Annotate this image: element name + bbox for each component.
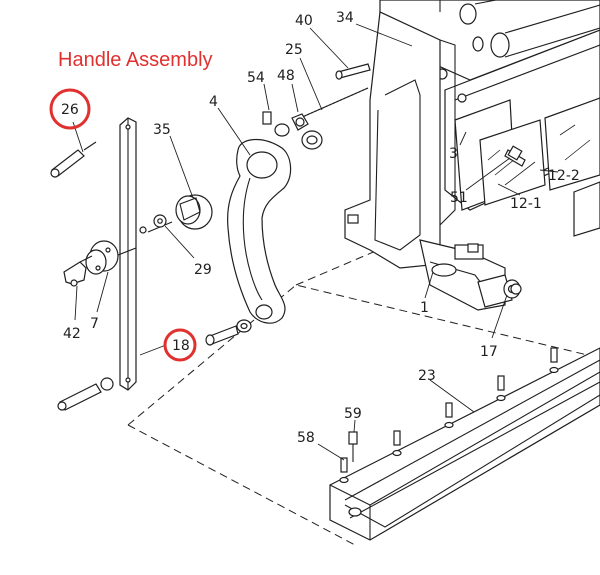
callout-3: 3 xyxy=(449,146,458,162)
callout-25: 25 xyxy=(285,42,303,58)
callout-54: 54 xyxy=(247,70,265,86)
pin-part-40 xyxy=(335,63,371,80)
callout-18: 18 xyxy=(172,338,190,354)
rail-bolt xyxy=(496,375,506,402)
rail-bolt xyxy=(339,457,349,484)
callout-40: 40 xyxy=(295,13,313,29)
leader-lines xyxy=(72,23,559,461)
callout-29: 29 xyxy=(194,262,212,278)
callout-59: 59 xyxy=(344,406,362,422)
callout-12-2: 12-2 xyxy=(548,168,580,184)
highlight-circle-26 xyxy=(49,88,91,130)
knob-part-26 xyxy=(50,141,97,178)
rail-bolt xyxy=(392,430,402,457)
screw-part-17 xyxy=(510,283,522,295)
callout-26: 26 xyxy=(61,102,79,118)
rail-bolt xyxy=(549,347,559,374)
callout-12-1: 12-1 xyxy=(510,196,542,212)
screw-part-54 xyxy=(262,111,290,137)
dashed-reference-lines xyxy=(127,229,600,546)
bolt-part-51 xyxy=(504,145,526,167)
callout-34: 34 xyxy=(336,10,354,26)
highlight-circle-18 xyxy=(163,328,197,362)
callout-51: 51 xyxy=(450,190,468,206)
nut-part-48 xyxy=(291,113,323,150)
callout-48: 48 xyxy=(277,68,295,84)
callout-35: 35 xyxy=(153,122,171,138)
knob-bottom xyxy=(57,377,114,411)
callout-7: 7 xyxy=(90,316,99,332)
callout-23: 23 xyxy=(418,368,436,384)
callout-17: 17 xyxy=(480,344,498,360)
washer-part-29 xyxy=(139,214,167,234)
diagram-title: Handle Assembly xyxy=(58,49,213,71)
callout-1: 1 xyxy=(420,300,429,316)
callout-42: 42 xyxy=(63,326,81,342)
bracket-part-42 xyxy=(63,255,93,287)
handle-bar xyxy=(119,117,137,391)
callout-58: 58 xyxy=(297,430,315,446)
lever-arm-part-4 xyxy=(227,139,292,324)
rail-bolt xyxy=(444,402,454,429)
callout-labels: 40 34 25 54 48 4 35 26 3 51 12-2 12-1 29… xyxy=(61,10,580,446)
screw-part-59 xyxy=(348,431,358,462)
highlight-circles xyxy=(49,88,197,362)
spring-part-25 xyxy=(299,87,369,119)
rail-bolts xyxy=(339,347,559,484)
rail-part-23 xyxy=(329,347,600,541)
screw-part-18 xyxy=(205,319,252,346)
callout-4: 4 xyxy=(209,94,218,110)
